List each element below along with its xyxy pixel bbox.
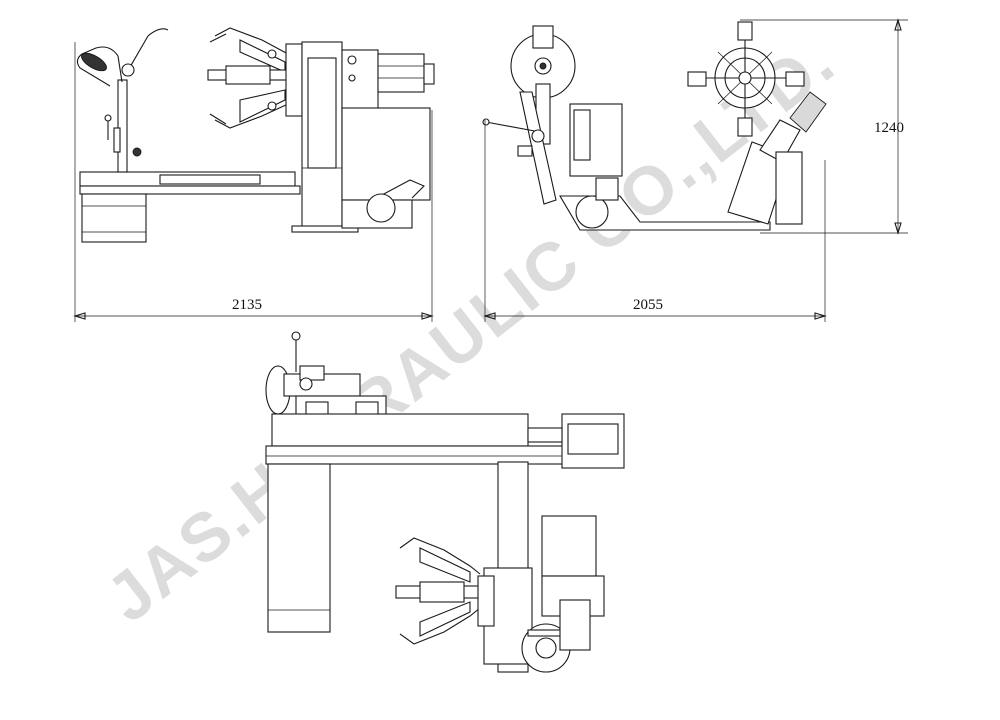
front-chuck: [687, 21, 805, 137]
label-height: 1240: [874, 120, 904, 136]
side-view: [76, 27, 435, 243]
dimension-front-width: 2055: [483, 120, 827, 322]
dimension-height: 1240: [740, 18, 908, 235]
watermark-text: JAS.HYDRAULIC CO.,LTD.: [92, 23, 848, 637]
dimension-side-width: 2135: [73, 42, 434, 322]
front-view: [482, 21, 827, 231]
top-chuck: [395, 537, 495, 645]
label-side-width: 2135: [232, 297, 262, 313]
top-view: [265, 331, 625, 673]
label-front-width: 2055: [633, 297, 663, 313]
side-chuck: [207, 27, 303, 129]
